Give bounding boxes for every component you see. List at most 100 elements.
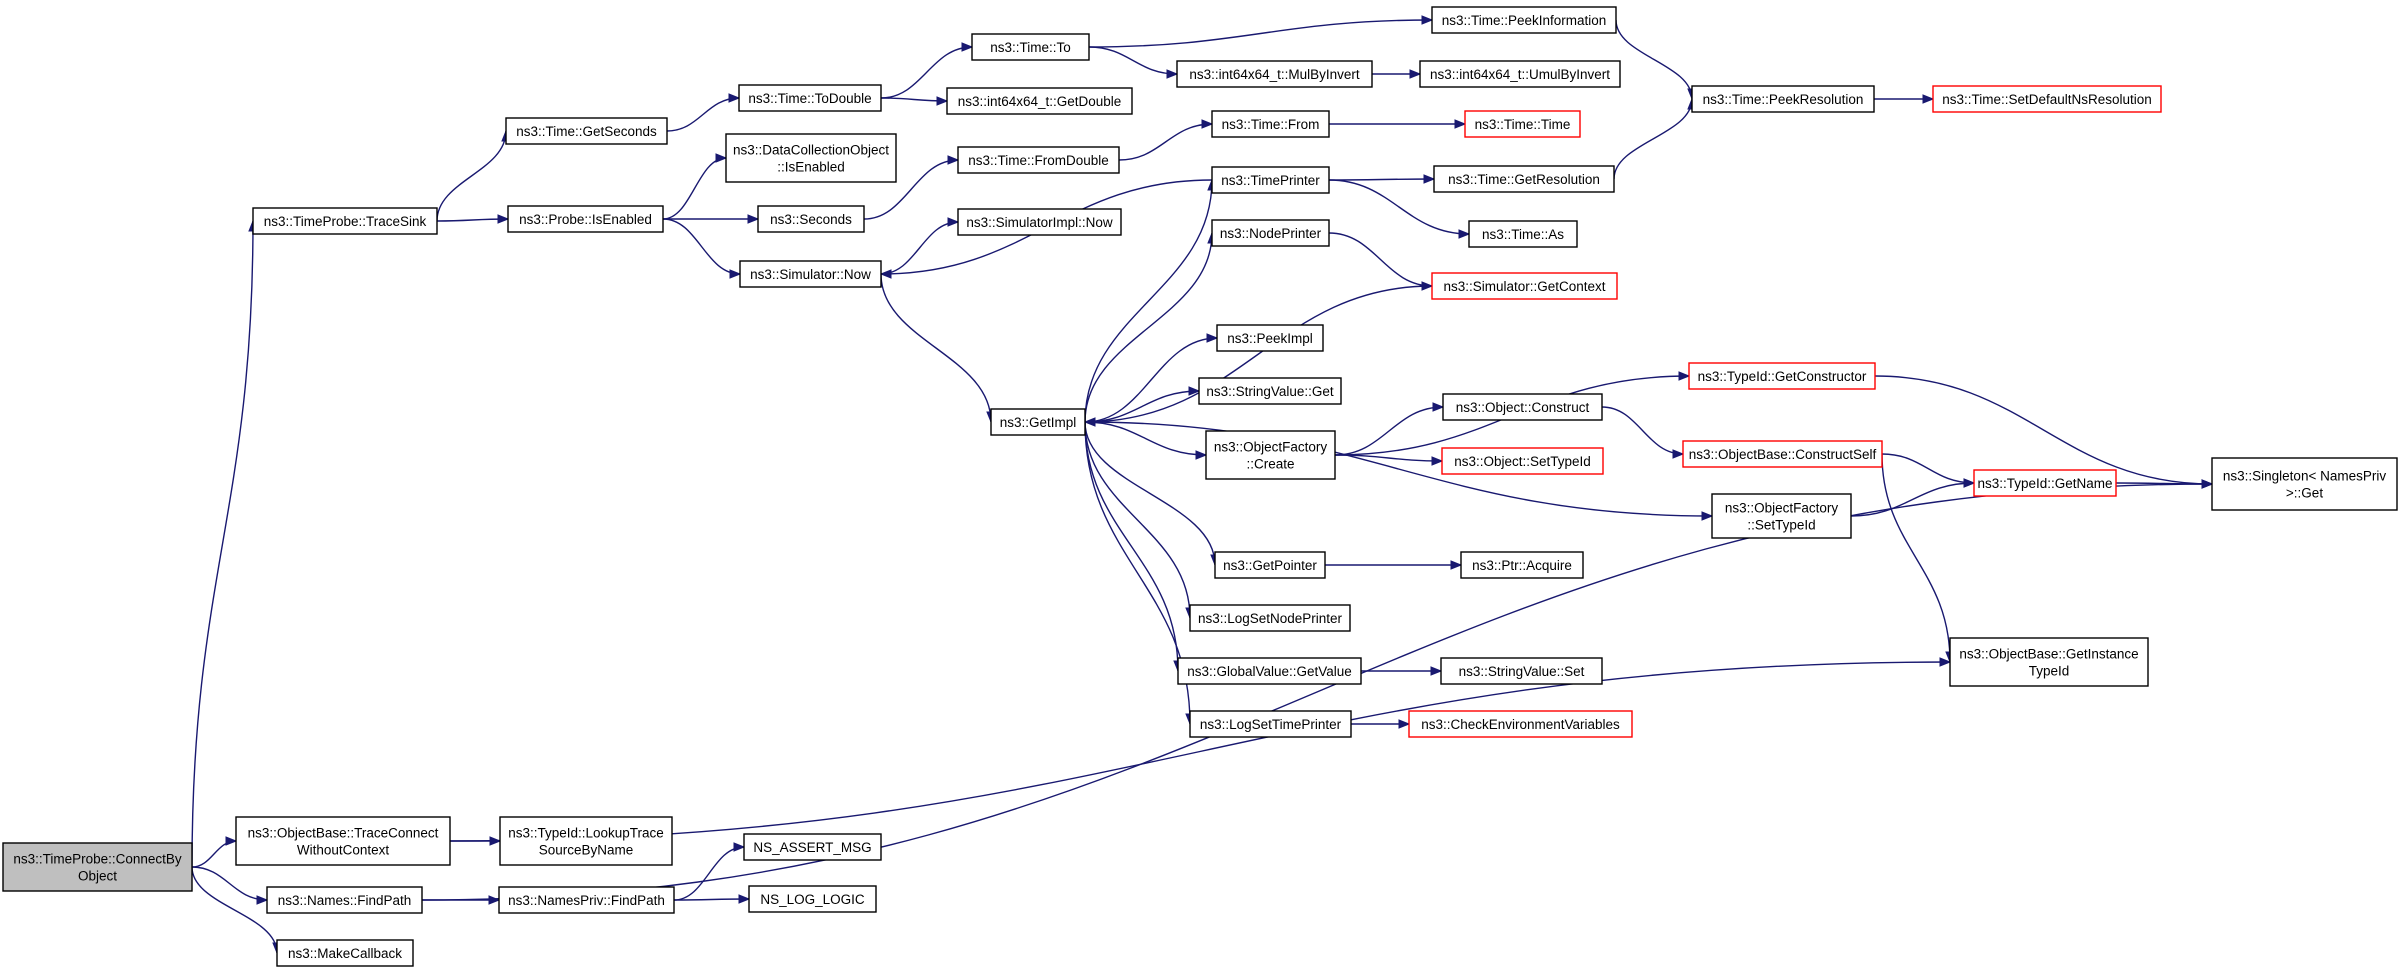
edge-line: [421, 483, 2213, 901]
edge-timeto-to-peekinfo: [1088, 15, 1434, 48]
edge-line: [1084, 421, 1191, 619]
node-getcontext[interactable]: ns3::Simulator::GetContext: [1431, 272, 1618, 300]
node-fromdouble[interactable]: ns3::Time::FromDouble: [957, 146, 1120, 174]
arrowhead: [1083, 417, 1096, 427]
edge-connect-to-tracesink: [191, 219, 258, 868]
node-label: ::Create: [1246, 457, 1294, 472]
arrowhead: [2201, 479, 2214, 489]
node-getimpl[interactable]: ns3::GetImpl: [990, 408, 1086, 436]
node-label: >::Get: [2286, 486, 2323, 501]
arrowhead: [1432, 402, 1445, 412]
node-ptracquire[interactable]: ns3::Ptr::Acquire: [1460, 551, 1584, 579]
node-namesprivfind[interactable]: ns3::NamesPriv::FindPath: [498, 886, 675, 914]
node-objconstruct[interactable]: ns3::Object::Construct: [1442, 393, 1603, 421]
node-label: ns3::NamesPriv::FindPath: [508, 893, 665, 908]
node-ofsettypeid[interactable]: ns3::ObjectFactory::SetTypeId: [1711, 493, 1852, 539]
node-label: NS_ASSERT_MSG: [753, 840, 871, 855]
node-loglogic[interactable]: NS_LOG_LOGIC: [748, 885, 877, 913]
node-peekinfo[interactable]: ns3::Time::PeekInformation: [1431, 6, 1617, 34]
node-probe-isenabled[interactable]: ns3::Probe::IsEnabled: [507, 205, 664, 233]
arrowhead: [729, 269, 742, 279]
edge-line: [436, 130, 507, 222]
node-checkenv[interactable]: ns3::CheckEnvironmentVariables: [1408, 710, 1633, 738]
node-namesfind[interactable]: ns3::Names::FindPath: [266, 886, 423, 914]
node-label: ns3::SimulatorImpl::Now: [966, 215, 1113, 230]
node-ofcreate[interactable]: ns3::ObjectFactory::Create: [1205, 430, 1336, 480]
node-box: [1460, 551, 1584, 579]
node-label: ns3::Time::FromDouble: [968, 153, 1109, 168]
edge-line: [1084, 421, 1191, 725]
node-makecallback[interactable]: ns3::MakeCallback: [276, 939, 414, 967]
node-peekres[interactable]: ns3::Time::PeekResolution: [1691, 85, 1875, 113]
edge-line: [662, 218, 741, 275]
node-dco-isenabled[interactable]: ns3::DataCollectionObject::IsEnabled: [725, 133, 897, 183]
node-timeas[interactable]: ns3::Time::As: [1468, 220, 1578, 248]
node-objsettypeid[interactable]: ns3::Object::SetTypeId: [1441, 447, 1604, 475]
node-peekimpl[interactable]: ns3::PeekImpl: [1216, 324, 1324, 352]
node-int-getdouble[interactable]: ns3::int64x64_t::GetDouble: [946, 87, 1133, 115]
node-todouble[interactable]: ns3::Time::ToDouble: [738, 84, 882, 112]
edge-line: [1084, 421, 1207, 456]
arrowhead: [1454, 119, 1467, 129]
node-box: [1682, 440, 1883, 468]
node-nodeprinter[interactable]: ns3::NodePrinter: [1211, 219, 1330, 247]
node-setdefaultres[interactable]: ns3::Time::SetDefaultNsResolution: [1932, 85, 2162, 113]
node-timetime[interactable]: ns3::Time::Time: [1464, 110, 1581, 138]
node-timeto[interactable]: ns3::Time::To: [971, 33, 1090, 61]
node-stringget[interactable]: ns3::StringValue::Get: [1198, 377, 1342, 405]
node-logsetnode[interactable]: ns3::LogSetNodePrinter: [1189, 604, 1351, 632]
node-umulbyinvert[interactable]: ns3::int64x64_t::UmulByInvert: [1419, 60, 1621, 88]
edge-connect-to-traceconnect: [191, 836, 238, 868]
node-getconstructor[interactable]: ns3::TypeId::GetConstructor: [1688, 362, 1876, 390]
node-mulbyinvert[interactable]: ns3::int64x64_t::MulByInvert: [1176, 60, 1373, 88]
edge-line: [1328, 179, 1470, 235]
edge-line: [1850, 482, 1975, 517]
arrowhead: [488, 895, 501, 905]
node-singleton[interactable]: ns3::Singleton< NamesPriv>::Get: [2211, 457, 2398, 511]
node-box: [499, 816, 673, 866]
node-typeidgetname[interactable]: ns3::TypeId::GetName: [1973, 469, 2117, 497]
edge-tracesink-to-getseconds: [436, 129, 511, 222]
node-box: [957, 208, 1122, 236]
node-seconds[interactable]: ns3::Seconds: [757, 205, 865, 233]
node-label: ns3::Object::Construct: [1456, 400, 1590, 415]
arrowhead: [1421, 15, 1434, 25]
node-gvgetvalue[interactable]: ns3::GlobalValue::GetValue: [1177, 657, 1362, 685]
node-box: [743, 833, 882, 861]
edge-gvgetvalue-to-stringset: [1361, 666, 1443, 676]
edge-line: [1328, 178, 1435, 181]
node-timeprinter[interactable]: ns3::TimePrinter: [1211, 166, 1330, 194]
node-getseconds[interactable]: ns3::Time::GetSeconds: [505, 117, 668, 145]
arrowhead: [1430, 666, 1443, 676]
node-tracesink[interactable]: ns3::TimeProbe::TraceSink: [252, 207, 438, 235]
node-stringset[interactable]: ns3::StringValue::Set: [1440, 657, 1603, 685]
node-timefrom[interactable]: ns3::Time::From: [1211, 110, 1330, 138]
edge-timeprinter-to-timeas: [1328, 179, 1471, 239]
edge-line: [1084, 337, 1218, 423]
node-constructself[interactable]: ns3::ObjectBase::ConstructSelf: [1682, 440, 1883, 468]
edge-peekinfo-to-peekres: [1615, 19, 1697, 101]
node-box: [738, 84, 882, 112]
edge-todouble-to-int-getdouble: [880, 96, 949, 106]
node-traceconnect[interactable]: ns3::ObjectBase::TraceConnectWithoutCont…: [235, 816, 451, 866]
edge-probe-isenabled-to-simnow: [662, 218, 742, 279]
node-assertmsg[interactable]: NS_ASSERT_MSG: [743, 833, 882, 861]
edge-line: [191, 866, 268, 901]
edge-line: [449, 661, 1951, 842]
node-box: [1211, 110, 1330, 138]
node-getpointer[interactable]: ns3::GetPointer: [1214, 551, 1326, 579]
node-getres[interactable]: ns3::Time::GetResolution: [1433, 165, 1615, 193]
node-label: ns3::Ptr::Acquire: [1472, 558, 1572, 573]
node-logsettime[interactable]: ns3::LogSetTimePrinter: [1189, 710, 1352, 738]
edge-line: [666, 97, 740, 132]
node-simimplnow[interactable]: ns3::SimulatorImpl::Now: [957, 208, 1122, 236]
edge-simnow-to-simimplnow: [880, 217, 960, 275]
node-box: [1973, 469, 2117, 497]
node-label: ns3::PeekImpl: [1227, 331, 1313, 346]
node-box: [1214, 551, 1326, 579]
node-simnow[interactable]: ns3::Simulator::Now: [739, 260, 882, 288]
